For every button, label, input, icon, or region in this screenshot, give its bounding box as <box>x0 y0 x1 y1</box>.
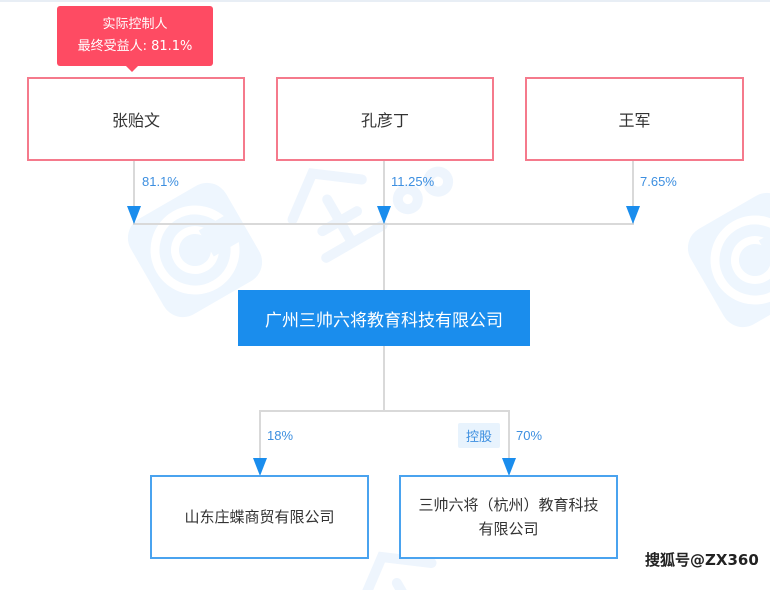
arrow-down-icon <box>377 206 391 224</box>
arrow-down-icon <box>253 458 267 476</box>
watermark-logo-icon <box>687 192 770 328</box>
connector-line <box>259 410 510 412</box>
shareholder-name: 王军 <box>618 111 651 130</box>
arrow-down-icon <box>502 458 516 476</box>
watermark-logo-icon <box>127 182 263 318</box>
connector-line <box>508 410 510 462</box>
share-percent: 81.1% <box>142 174 179 189</box>
connector-line <box>259 410 261 462</box>
shareholder-name: 孔彦丁 <box>360 111 409 130</box>
investment-name: 山东庄蝶商贸有限公司 <box>184 508 335 526</box>
company-node[interactable]: 广州三帅六将教育科技有限公司 <box>238 290 530 346</box>
shareholder-node[interactable]: 张贻文 <box>27 77 245 161</box>
shareholder-node[interactable]: 孔彦丁 <box>276 77 494 161</box>
tooltip-title: 实际控制人 <box>102 17 168 32</box>
top-border <box>0 0 770 2</box>
share-percent: 7.65% <box>640 174 677 189</box>
company-name: 广州三帅六将教育科技有限公司 <box>265 310 503 331</box>
source-credit: 搜狐号@ZX360 <box>645 551 759 569</box>
shareholder-node[interactable]: 王军 <box>525 77 744 161</box>
connector-line <box>632 161 634 224</box>
arrow-down-icon <box>127 206 141 224</box>
watermark-text-icon <box>287 166 454 263</box>
tooltip-subtitle: 最终受益人: 81.1% <box>77 39 193 54</box>
actual-controller-tooltip: 实际控制人 最终受益人: 81.1% <box>57 6 213 72</box>
share-percent: 11.25% <box>391 174 435 189</box>
controlling-badge: 控股 <box>458 423 500 448</box>
investment-node[interactable]: 三帅六将（杭州）教育科技有限公司 <box>399 475 618 559</box>
investment-percent: 70% <box>516 428 543 443</box>
investment-name: 三帅六将（杭州）教育科技有限公司 <box>418 496 599 538</box>
investment-node[interactable]: 山东庄蝶商贸有限公司 <box>150 475 369 559</box>
connector-line <box>133 223 634 225</box>
shareholder-name: 张贻文 <box>111 111 160 130</box>
investment-percent: 18% <box>267 428 294 443</box>
connector-line <box>133 161 135 224</box>
arrow-down-icon <box>626 206 640 224</box>
connector-line <box>383 161 385 411</box>
